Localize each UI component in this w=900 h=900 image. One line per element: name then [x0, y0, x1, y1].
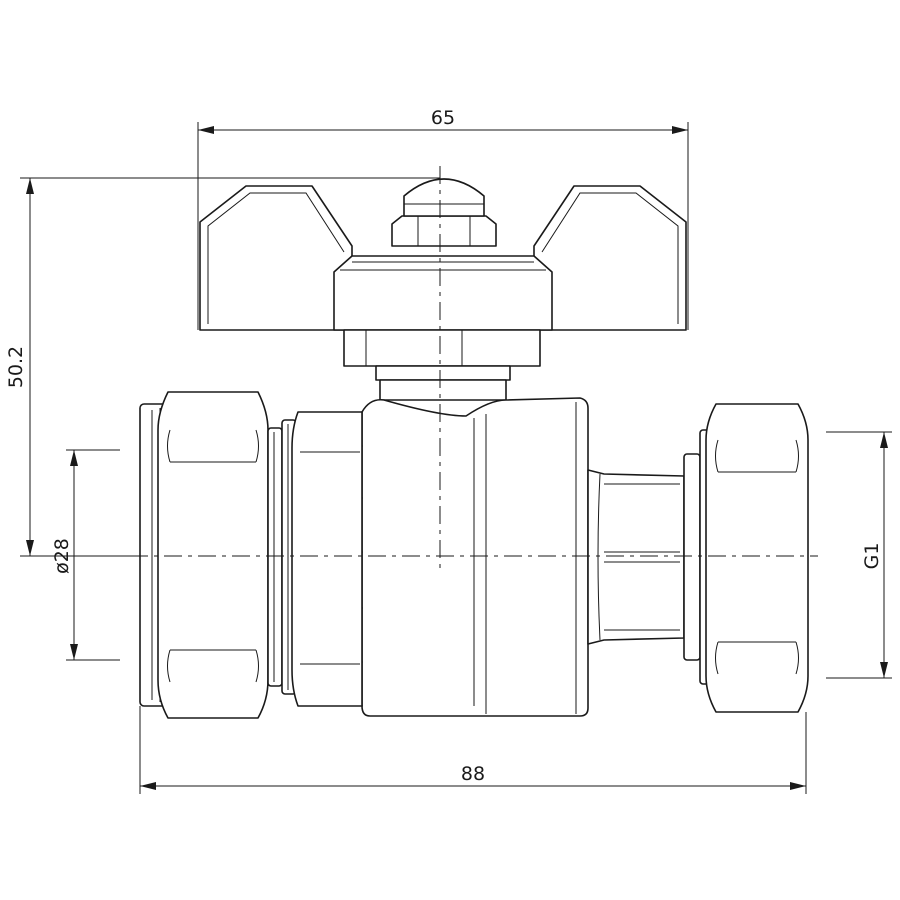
dimension-handle-width: 65 [197, 107, 689, 330]
left-hex-nut [157, 391, 269, 719]
handle-width-label: 65 [431, 107, 455, 129]
stem-neck [343, 329, 541, 367]
left-compression-fitting [139, 391, 363, 719]
thread-size-label: G1 [861, 543, 883, 570]
overall-length-label: 88 [461, 763, 485, 785]
valve-body [356, 397, 589, 717]
stem-cap [403, 178, 485, 217]
body-left-hex [291, 411, 363, 707]
dimension-overall-length: 88 [139, 706, 807, 794]
right-hex-nut [705, 403, 809, 713]
dimension-overall-height: 50.2 [5, 177, 440, 557]
body-main [361, 397, 589, 717]
overall-height-label: 50.2 [5, 346, 27, 388]
handle-left-wing [199, 185, 353, 331]
right-tailpiece [587, 469, 685, 645]
pipe-diameter-label: ø28 [51, 538, 73, 574]
butterfly-handle [199, 178, 687, 401]
handle-right-wing [533, 185, 687, 331]
stem-nut [391, 215, 497, 247]
dimension-pipe-diameter: ø28 [51, 449, 120, 661]
dimension-thread-size: G1 [826, 431, 892, 679]
handle-hub [333, 255, 553, 331]
right-union-fitting [587, 403, 809, 713]
